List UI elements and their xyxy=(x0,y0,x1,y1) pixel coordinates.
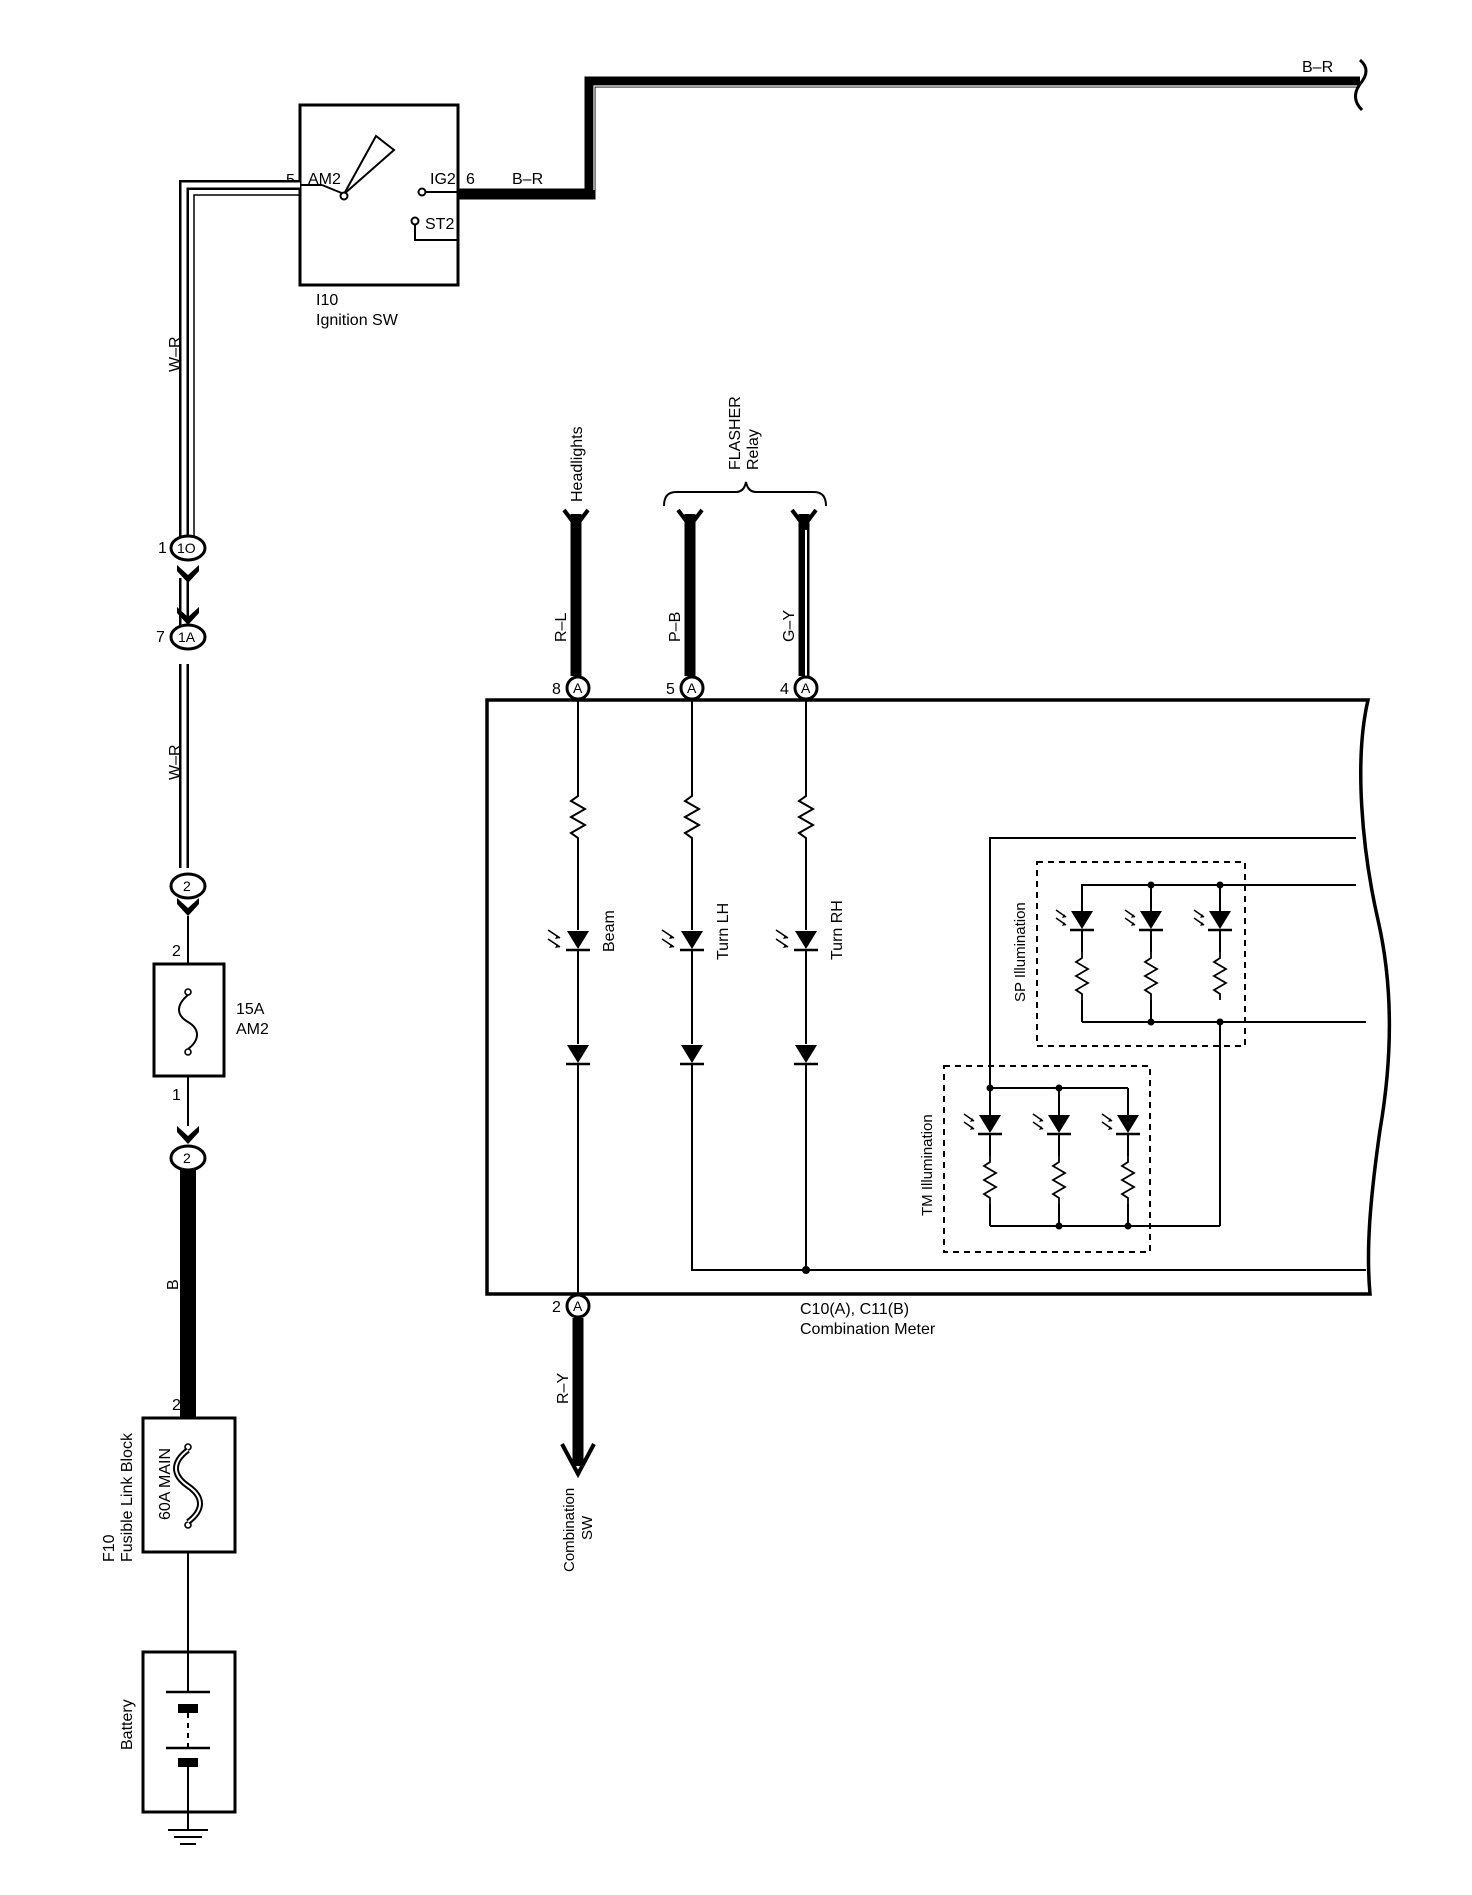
tm-illumination: TM Illumination xyxy=(919,1065,1220,1253)
svg-text:A: A xyxy=(573,1298,583,1314)
wire-wr: W–R W–R xyxy=(167,180,300,868)
connector-1o-pin: 1 xyxy=(158,540,167,557)
turn-lh-label: Turn LH xyxy=(715,903,732,960)
connector-1a: 1A 7 xyxy=(156,607,207,651)
flasher-label: FLASHER xyxy=(727,396,744,470)
wire-pb-label: P–B xyxy=(667,612,684,642)
wire-rl-label: R–L xyxy=(553,613,570,642)
svg-text:2: 2 xyxy=(183,878,191,894)
illumination-wiring xyxy=(989,837,1366,1226)
svg-text:A: A xyxy=(573,680,583,696)
sp-illumination: SP Illumination xyxy=(1012,861,1246,1047)
flasher-relay-label: Relay xyxy=(745,429,762,470)
ignition-switch: 5 AM2 IG2 6 ST2 I10 Ignition SW xyxy=(286,103,475,329)
meter-pin-5: 5 xyxy=(666,681,675,698)
wire-br-label: B–R xyxy=(512,171,543,188)
ign-pin-6: 6 xyxy=(466,171,475,188)
fuse-am2: 2 1 15A AM2 xyxy=(152,916,269,1126)
combination-meter: C10(A), C11(B) Combination Meter xyxy=(485,698,1392,1338)
wire-gy-label: G–Y xyxy=(781,610,798,642)
meter-pin-4: 4 xyxy=(780,681,789,698)
svg-text:1O: 1O xyxy=(177,540,196,556)
meter-id: C10(A), C11(B) xyxy=(800,1301,909,1318)
turn-rh-label: Turn RH xyxy=(829,900,846,960)
ign-pin-ig2: IG2 xyxy=(430,171,456,188)
fl-id: F10 xyxy=(101,1534,118,1562)
ign-name: Ignition SW xyxy=(316,312,399,329)
wire-ry-label: R–Y xyxy=(555,1373,572,1404)
meter-pin-2: 2 xyxy=(552,1299,561,1316)
fuse-top-pin: 2 xyxy=(172,943,181,960)
turn-lh-branch: Turn LH xyxy=(661,699,1366,1271)
fl-rating: 60A MAIN xyxy=(157,1448,174,1520)
wire-wr-upper-label: W–R xyxy=(167,336,184,372)
input-wires: R–L P–B G–Y xyxy=(553,508,818,676)
tm-illumination-label: TM Illumination xyxy=(919,1114,936,1216)
battery: Battery xyxy=(119,1650,237,1845)
fl-top-pin: 2 xyxy=(172,1397,181,1414)
ign-pin-st2: ST2 xyxy=(425,216,454,233)
wire-br: B–R B–R xyxy=(458,58,1368,200)
connector-2-upper: 2 xyxy=(169,872,207,916)
fuse-bottom-pin: 1 xyxy=(172,1087,181,1104)
meter-name: Combination Meter xyxy=(800,1321,936,1338)
source-labels: Headlights FLASHER Relay xyxy=(569,396,827,507)
wire-br-top-label: B–R xyxy=(1302,59,1333,76)
svg-text:1A: 1A xyxy=(178,629,196,645)
ign-pin-am2: AM2 xyxy=(308,171,341,188)
svg-text:A: A xyxy=(801,680,811,696)
sp-illumination-label: SP Illumination xyxy=(1012,902,1029,1002)
connector-1a-pin: 7 xyxy=(156,629,165,646)
turn-rh-branch: Turn RH xyxy=(775,699,846,1274)
beam-branch: Beam xyxy=(547,699,618,1295)
output-label-line2: SW xyxy=(579,1515,596,1540)
ign-id: I10 xyxy=(316,292,338,309)
fl-name: Fusible Link Block xyxy=(119,1432,136,1562)
meter-pin-8: 8 xyxy=(552,681,561,698)
wire-b: B 2 xyxy=(165,1170,196,1418)
connector-1o: 1O 1 xyxy=(158,534,207,583)
meter-connectors: A 8 A 5 A 4 A 2 xyxy=(552,675,819,1319)
fuse-rating: 15A xyxy=(236,1001,265,1018)
connector-2-lower: 2 xyxy=(169,1126,207,1172)
output-wire: R–Y Combination SW xyxy=(555,1318,596,1572)
headlights-label: Headlights xyxy=(569,426,586,502)
fusible-link-block: 60A MAIN F10 Fusible Link Block xyxy=(101,1416,237,1652)
svg-text:2: 2 xyxy=(183,1150,191,1166)
wire-wr-lower-label: W–R xyxy=(167,744,184,780)
output-label-line1: Combination xyxy=(561,1488,578,1572)
wire-b-label: B xyxy=(165,1279,182,1290)
svg-text:A: A xyxy=(687,680,697,696)
fuse-name: AM2 xyxy=(236,1021,269,1038)
beam-label: Beam xyxy=(601,910,618,952)
battery-label: Battery xyxy=(119,1699,136,1750)
